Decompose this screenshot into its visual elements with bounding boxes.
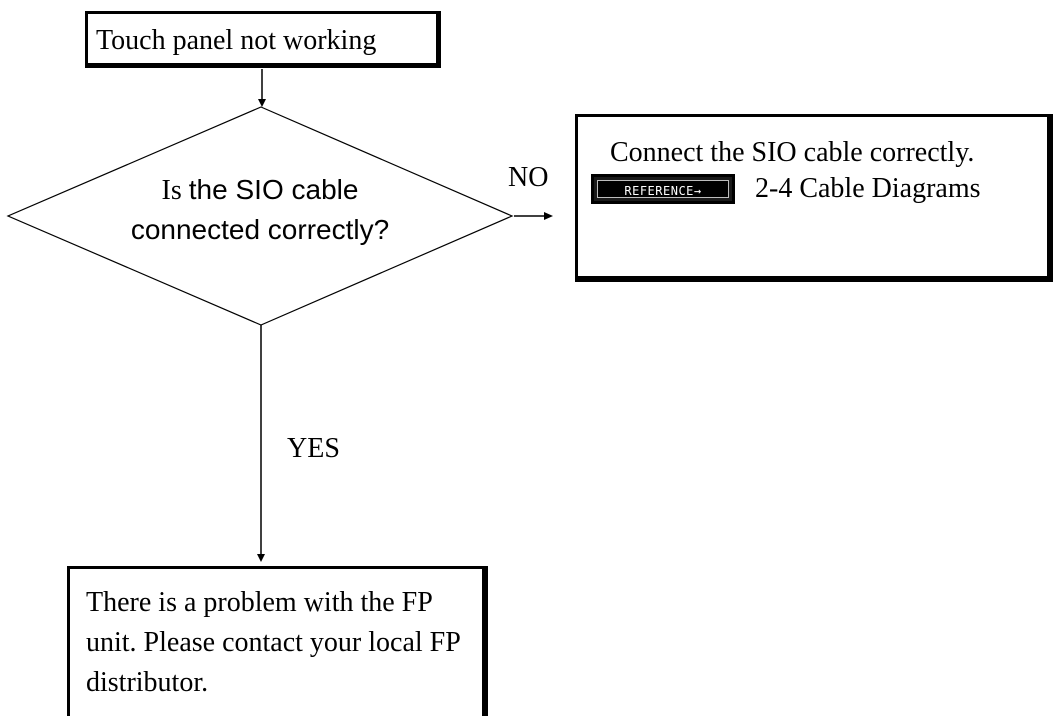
- arrowhead-start-to-decision: [258, 99, 266, 107]
- start-text: Touch panel not working: [96, 25, 377, 56]
- yes-label: YES: [287, 433, 340, 464]
- decision-question-line2: connected correctly?: [130, 214, 390, 245]
- decision-question-line1: Is the SIO cable: [160, 174, 360, 207]
- reference-badge-label: REFERENCE→: [597, 180, 729, 198]
- no-action-box: Connect the SIO cable correctly. REFEREN…: [575, 114, 1053, 282]
- arrowhead-yes: [257, 554, 265, 562]
- decision-question-prefix: Is: [161, 175, 182, 206]
- reference-badge: REFERENCE→: [591, 174, 735, 204]
- yes-action-box: There is a problem with the FP unit. Ple…: [67, 566, 488, 716]
- no-label: NO: [508, 162, 549, 193]
- no-action-text: Connect the SIO cable correctly.: [610, 137, 975, 168]
- arrowhead-no: [544, 212, 553, 220]
- reference-text: 2-4 Cable Diagrams: [755, 173, 981, 204]
- decision-question-main: the SIO cable: [188, 174, 359, 205]
- yes-action-text: There is a problem with the FP unit. Ple…: [86, 587, 460, 698]
- start-box: Touch panel not working: [85, 11, 441, 68]
